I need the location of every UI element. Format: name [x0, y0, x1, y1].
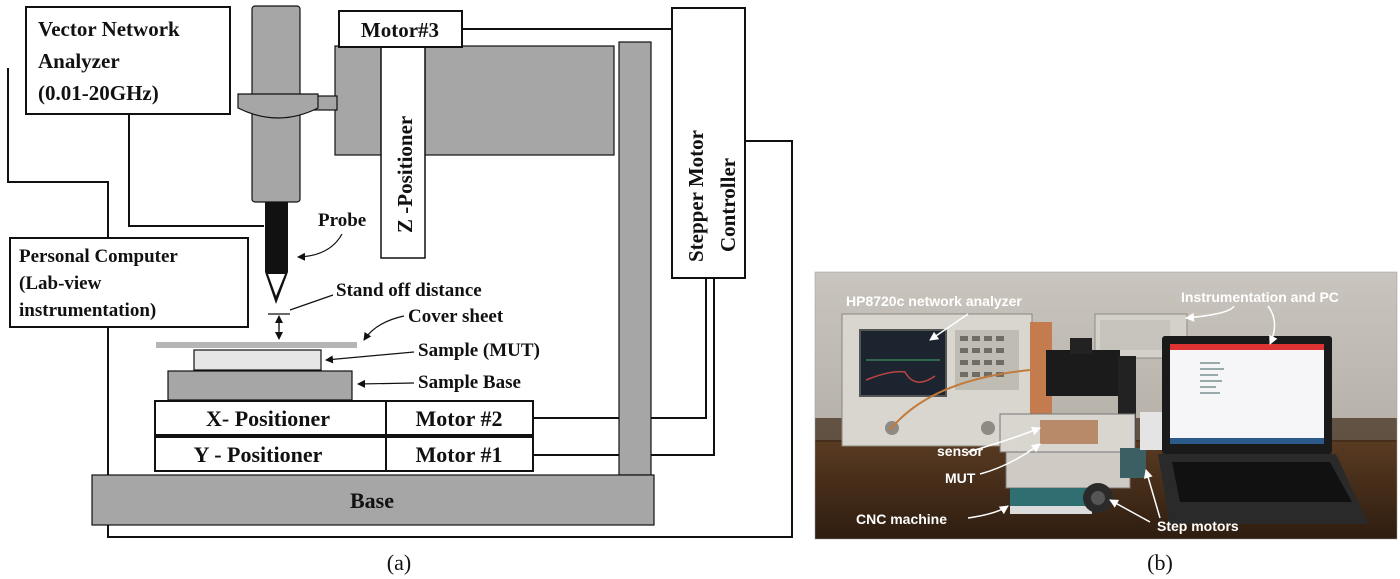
motor3-box — [338, 10, 463, 48]
cover-sheet — [156, 342, 357, 348]
y-positioner-label: Y - Positioner — [194, 442, 323, 467]
x-positioner-box — [154, 400, 387, 436]
sensor-label: sensor — [937, 443, 983, 459]
pc-box — [9, 237, 249, 328]
sample-arrow — [325, 351, 415, 364]
photo-b: HP8720c network analyzer Instrumentation… — [814, 271, 1398, 575]
motor2-label: Motor #2 — [416, 406, 503, 431]
vertical-column — [618, 41, 652, 476]
motor1-box — [385, 436, 534, 472]
z-positioner-rail — [380, 45, 426, 259]
base — [91, 474, 655, 526]
cover-sheet-label: Cover sheet — [408, 306, 504, 327]
vna-label-1: Vector Network — [38, 17, 180, 41]
motor2-box — [385, 400, 534, 436]
stepper-label-2: Controller — [716, 158, 740, 252]
cover-sheet-arrow — [363, 315, 405, 341]
y-positioner-box — [154, 436, 387, 472]
vna-label-3: (0.01-20GHz) — [38, 81, 159, 105]
pc-label-2: (Lab-view — [19, 273, 102, 294]
caption-a: (a) — [387, 550, 411, 575]
cnc-label: CNC machine — [856, 511, 947, 527]
sample-label: Sample (MUT) — [418, 340, 540, 361]
step-motors-label: Step motors — [1157, 518, 1239, 534]
pc-label-1: Personal Computer — [19, 246, 178, 267]
hp-label: HP8720c network analyzer — [846, 293, 1022, 309]
stepper-label-1: Stepper Motor — [684, 130, 708, 262]
laptop-photo — [1158, 336, 1368, 524]
stepper-controller-box — [671, 7, 746, 279]
sample-base — [167, 370, 353, 401]
sample-base-label: Sample Base — [418, 372, 521, 393]
wiring — [7, 28, 793, 538]
vna-label-2: Analyzer — [38, 49, 120, 73]
photo-annotations — [929, 305, 1278, 523]
standoff-marker — [268, 294, 334, 340]
z-positioner-label: Z -Positioner — [393, 116, 417, 233]
vna-box — [25, 6, 231, 115]
motor1-label: Motor #1 — [416, 442, 503, 467]
cnc-machine-photo — [999, 322, 1162, 514]
probe-assembly — [237, 5, 338, 304]
sample-mut — [193, 349, 322, 371]
standoff-label: Stand off distance — [336, 280, 482, 301]
motor3-label: Motor#3 — [361, 18, 439, 42]
base-label: Base — [350, 488, 394, 513]
sample-base-arrow — [357, 379, 415, 388]
diagram-a: Z -Positioner Motor#3 Probe Stepper Moto… — [7, 5, 793, 575]
x-positioner-label: X- Positioner — [206, 406, 330, 431]
instrumentation-label: Instrumentation and PC — [1181, 289, 1339, 305]
pc-label-3: instrumentation) — [19, 300, 156, 321]
probe-arrow — [297, 233, 343, 261]
z-positioner-block — [334, 45, 615, 156]
probe-label: Probe — [318, 210, 366, 231]
caption-b: (b) — [1147, 550, 1173, 575]
mut-label: MUT — [945, 470, 976, 486]
